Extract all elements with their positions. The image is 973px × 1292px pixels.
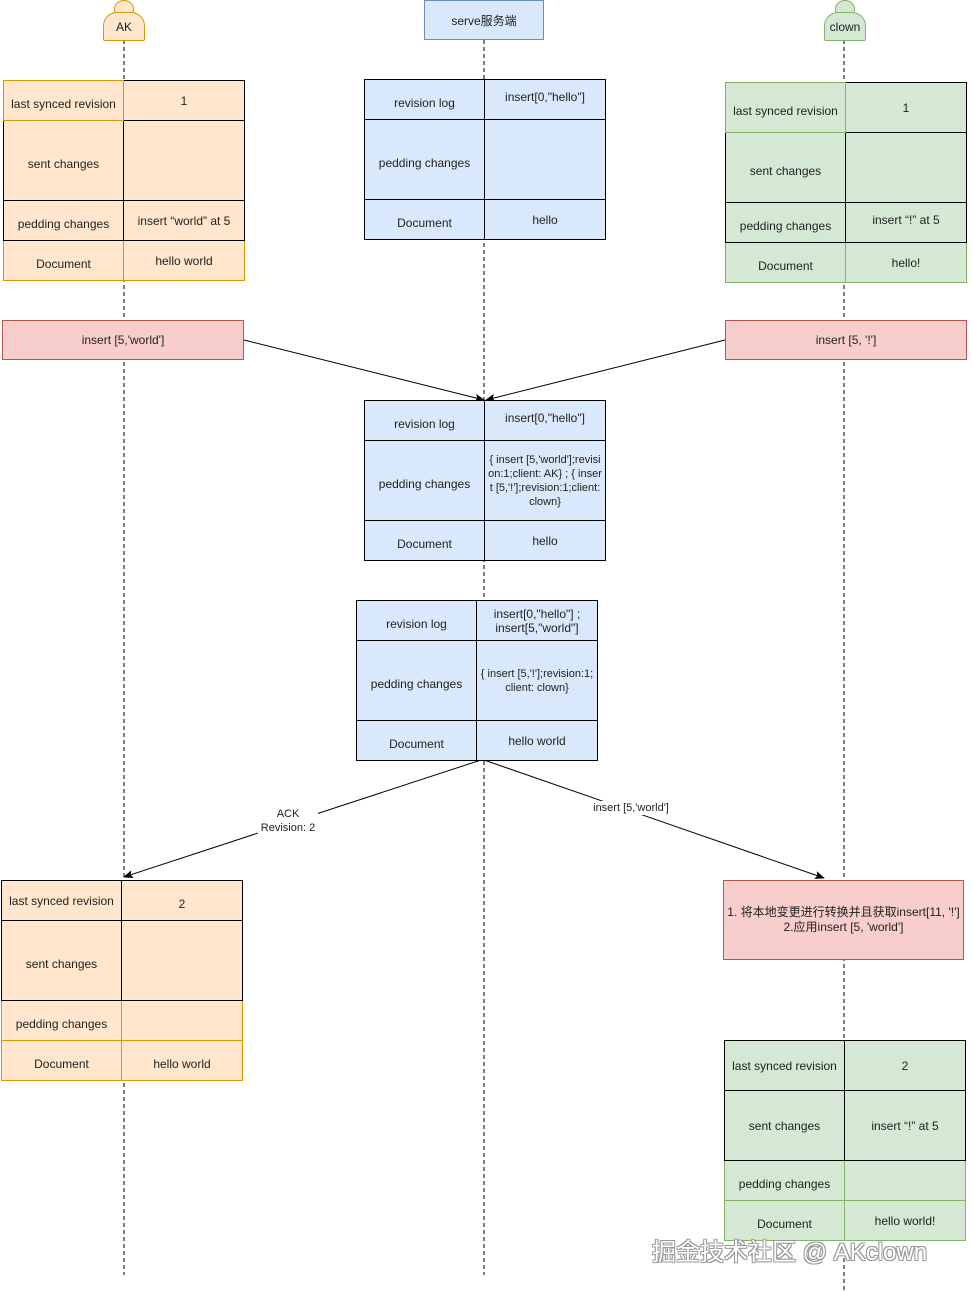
- state-label: last synced revision: [725, 82, 846, 133]
- ack-label-line1: ACK: [276, 808, 300, 820]
- clown-send-op: insert [5, '!']: [725, 320, 967, 360]
- state-label: last synced revision: [724, 1040, 845, 1091]
- state-label: pedding changes: [3, 200, 124, 241]
- state-value: hello: [484, 199, 606, 240]
- state-label: pedding changes: [1, 1000, 122, 1041]
- clown-actor: clown: [824, 0, 866, 41]
- ak-actor-label: AK: [103, 12, 145, 41]
- watermark: 掘金技术社区 @ AKclown: [652, 1239, 928, 1266]
- state-value: hello world!: [844, 1200, 966, 1241]
- state-value: [121, 920, 243, 1001]
- state-label: Document: [364, 199, 485, 240]
- clown-send-arrow: [485, 339, 726, 402]
- state-value: 2: [844, 1040, 966, 1091]
- state-value: hello world: [123, 240, 245, 281]
- state-value: insert “world” at 5: [123, 200, 245, 241]
- state-label: revision log: [364, 79, 485, 120]
- state-value: insert[0,"hello"] ; insert[5,"world"]: [476, 600, 598, 641]
- state-label: last synced revision: [3, 80, 124, 121]
- state-label: sent changes: [724, 1090, 845, 1161]
- ak-actor: AK: [103, 0, 145, 41]
- state-label: sent changes: [3, 120, 124, 201]
- broadcast-arrow: [483, 759, 825, 879]
- state-value: hello!: [845, 242, 967, 283]
- server-actor: serve服务端: [424, 0, 544, 40]
- ack-label: ACK Revision: 2: [258, 807, 318, 835]
- state-value: { insert [5,'world'];revision:1;client: …: [484, 440, 606, 521]
- state-label: Document: [356, 720, 477, 761]
- state-label: pedding changes: [724, 1160, 845, 1201]
- state-value: hello world: [121, 1040, 243, 1081]
- state-label: pedding changes: [364, 440, 485, 521]
- state-value: 2: [121, 880, 243, 921]
- clown-transform-op: 1. 将本地变更进行转换并且获取insert[11, '!'] 2.应用inse…: [723, 880, 964, 960]
- state-value: { insert [5,'!'];revision:1;client: clow…: [476, 640, 598, 721]
- transform-step-1: 1. 将本地变更进行转换并且获取insert[11, '!']: [727, 905, 960, 919]
- state-value: [123, 120, 245, 201]
- state-label: revision log: [364, 400, 485, 441]
- state-value: insert[0,"hello"]: [484, 79, 606, 120]
- state-value: hello: [484, 520, 606, 561]
- state-value: [484, 119, 606, 200]
- ak-send-arrow: [243, 339, 485, 402]
- state-label: Document: [3, 240, 124, 281]
- state-value: [844, 1160, 966, 1201]
- state-value: [845, 132, 967, 203]
- state-value: 1: [845, 82, 967, 133]
- state-label: Document: [725, 242, 846, 283]
- state-value: 1: [123, 80, 245, 121]
- state-label: pedding changes: [725, 202, 846, 243]
- ak-send-op: insert [5,'world']: [2, 320, 244, 360]
- state-label: sent changes: [1, 920, 122, 1001]
- state-label: pedding changes: [364, 119, 485, 200]
- state-value: insert[0,"hello"]: [484, 400, 606, 441]
- state-label: sent changes: [725, 132, 846, 203]
- ack-label-line2: Revision: 2: [260, 822, 316, 834]
- state-label: revision log: [356, 600, 477, 641]
- state-value: insert “!” at 5: [844, 1090, 966, 1161]
- clown-actor-label: clown: [824, 12, 866, 41]
- broadcast-label: insert [5,'world']: [590, 801, 672, 815]
- transform-step-2: 2.应用insert [5, 'world']: [783, 920, 904, 934]
- state-label: pedding changes: [356, 640, 477, 721]
- state-label: Document: [364, 520, 485, 561]
- state-value: insert “!” at 5: [845, 202, 967, 243]
- state-value: hello world: [476, 720, 598, 761]
- state-value: [121, 1000, 243, 1041]
- state-label: Document: [1, 1040, 122, 1081]
- state-label: last synced revision: [1, 880, 122, 921]
- state-label: Document: [724, 1200, 845, 1241]
